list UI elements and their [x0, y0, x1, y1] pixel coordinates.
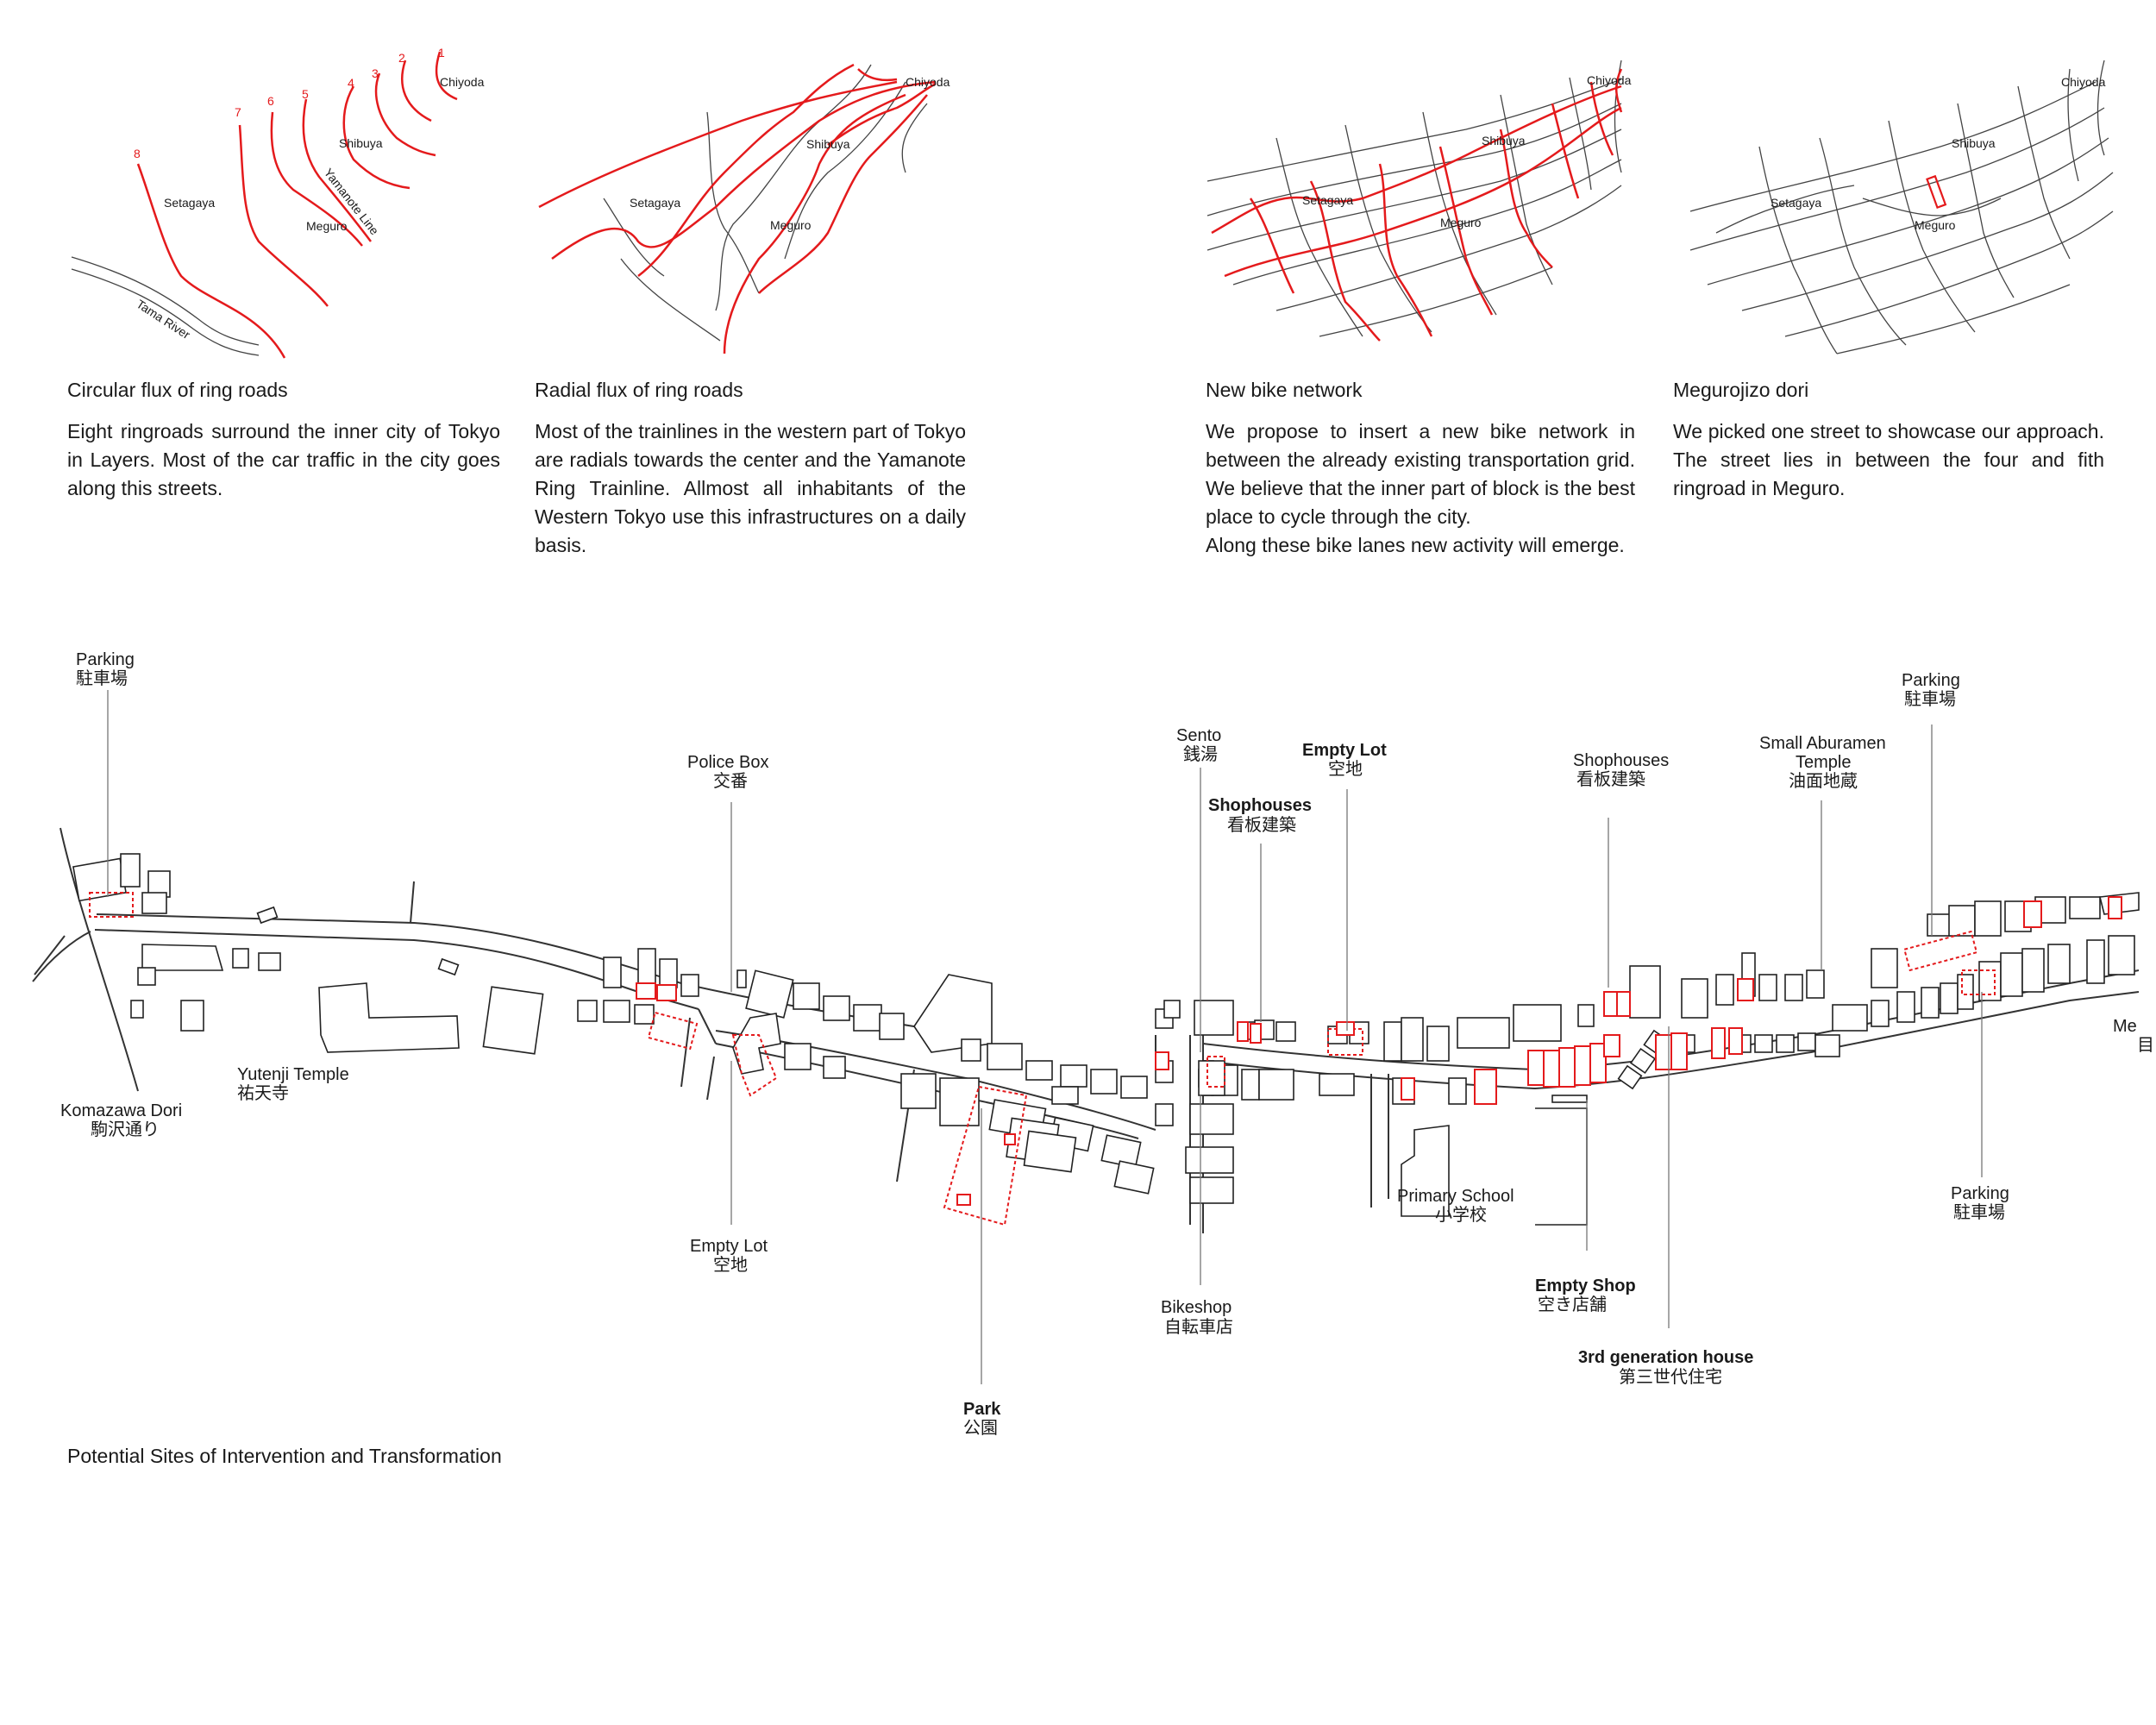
label-chiyoda: Chiyoda [440, 75, 485, 89]
aburamen-en2: Temple [1796, 753, 1851, 772]
shophouses-2-jp: 看板建築 [1576, 769, 1645, 789]
panel-3-map: Chiyoda Shibuya Setagaya Meguro [1206, 60, 1632, 342]
empty-lot-2-en: Empty Lot [1302, 741, 1387, 760]
ring-8: 8 [134, 147, 141, 160]
shophouses-1-en: Shophouses [1208, 796, 1312, 815]
ring-6: 6 [267, 94, 274, 108]
empty-lot-1-en: Empty Lot [690, 1237, 768, 1256]
empty-shop-jp: 空き店舗 [1538, 1295, 1607, 1314]
label-meguro: Meguro [306, 219, 348, 233]
buildings [72, 853, 2140, 1226]
ring-7: 7 [235, 105, 241, 119]
komazawa-en: Komazawa Dori [60, 1101, 182, 1120]
primary-school-en: Primary School [1397, 1187, 1514, 1206]
ring-3: 3 [372, 66, 379, 80]
ring-5: 5 [302, 87, 309, 101]
label-shibuya: Shibuya [1482, 134, 1526, 147]
park-jp: 公園 [963, 1419, 998, 1438]
panel-1-caption: Circular flux of ring roads [67, 379, 288, 401]
street-map-caption: Potential Sites of Intervention and Tran… [67, 1445, 502, 1467]
yutenji-en: Yutenji Temple [237, 1065, 349, 1084]
intervention-sites [89, 892, 2122, 1226]
label-shibuya: Shibuya [339, 136, 383, 150]
parking-nw-jp: 駐車場 [76, 668, 128, 688]
panel-3-text-main: We propose to insert a new bike network … [1206, 420, 1635, 528]
bikeshop-jp: 自転車店 [1164, 1317, 1233, 1337]
third-gen-en: 3rd generation house [1578, 1348, 1753, 1367]
label-shibuya: Shibuya [1952, 136, 1996, 150]
label-chiyoda: Chiyoda [2061, 75, 2106, 89]
panel-3-text-extra: Along these bike lanes new activity will… [1206, 534, 1625, 556]
sento-jp: 銭湯 [1183, 744, 1218, 764]
parking-se-en: Parking [1951, 1184, 2009, 1203]
panel-2-text: Most of the trainlines in the western pa… [535, 420, 966, 556]
yutenji-jp: 祐天寺 [237, 1083, 289, 1103]
street-map: Parking 駐車場 Komazawa Dori 駒沢通り Yutenji T… [32, 650, 2154, 1438]
panel-4-map: Chiyoda Shibuya Setagaya Meguro [1689, 60, 2114, 354]
sento-en: Sento [1176, 726, 1221, 745]
shophouses-2-en: Shophouses [1573, 751, 1669, 770]
panel-1-map: 1 2 3 4 5 6 7 8 Chiyoda Shibuya Setagaya… [71, 46, 485, 359]
label-setagaya: Setagaya [164, 196, 215, 210]
empty-lot-2-jp: 空地 [1328, 759, 1363, 779]
police-en: Police Box [687, 753, 769, 772]
panel-4-text: We picked one street to showcase our app… [1673, 420, 2104, 499]
label-setagaya: Setagaya [1302, 193, 1353, 207]
label-setagaya: Setagaya [1771, 196, 1821, 210]
bikeshop-en: Bikeshop [1161, 1298, 1232, 1317]
edge-label-jp: 目 [2137, 1036, 2154, 1055]
edge-label-en: Me [2113, 1017, 2137, 1036]
label-meguro: Meguro [770, 218, 812, 232]
primary-school-jp: 小学校 [1435, 1205, 1487, 1225]
empty-lot-1-jp: 空地 [713, 1255, 748, 1275]
panel-1-text: Eight ringroads surround the inner city … [67, 420, 500, 499]
ring-4: 4 [348, 76, 354, 90]
third-gen-jp: 第三世代住宅 [1619, 1367, 1722, 1387]
label-tama-river: Tama River [134, 297, 192, 342]
ring-1: 1 [438, 46, 445, 60]
panel-3-caption: New bike network [1206, 379, 1363, 401]
parking-se-jp: 駐車場 [1953, 1202, 2005, 1222]
label-meguro: Meguro [1440, 216, 1482, 229]
ring-2: 2 [398, 51, 405, 65]
panel-4-caption: Megurojizo dori [1673, 379, 1809, 401]
komazawa-jp: 駒沢通り [91, 1120, 160, 1139]
label-chiyoda: Chiyoda [906, 75, 950, 89]
leader-lines [107, 690, 1983, 1384]
aburamen-jp: 油面地蔵 [1789, 771, 1858, 791]
label-chiyoda: Chiyoda [1587, 73, 1632, 87]
label-shibuya: Shibuya [806, 137, 850, 151]
parking-ne-en: Parking [1902, 671, 1960, 690]
panel-2-map: Chiyoda Shibuya Setagaya Meguro [538, 63, 950, 354]
parking-ne-jp: 駐車場 [1904, 689, 1956, 709]
shophouses-1-jp: 看板建築 [1227, 815, 1296, 835]
label-meguro: Meguro [1915, 218, 1956, 232]
top-maps: 1 2 3 4 5 6 7 8 Chiyoda Shibuya Setagaya… [71, 46, 2114, 359]
annotations: Parking 駐車場 Komazawa Dori 駒沢通り Yutenji T… [60, 650, 2154, 1438]
highlight-street [1926, 174, 1947, 210]
panel-2-caption: Radial flux of ring roads [535, 379, 743, 401]
parking-nw-en: Parking [76, 650, 135, 669]
park-en: Park [963, 1400, 1001, 1419]
empty-shop-en: Empty Shop [1535, 1276, 1636, 1295]
police-jp: 交番 [713, 771, 748, 791]
aburamen-en1: Small Aburamen [1759, 734, 1886, 753]
panel-3-text: We propose to insert a new bike network … [1206, 417, 1635, 560]
label-setagaya: Setagaya [630, 196, 680, 210]
